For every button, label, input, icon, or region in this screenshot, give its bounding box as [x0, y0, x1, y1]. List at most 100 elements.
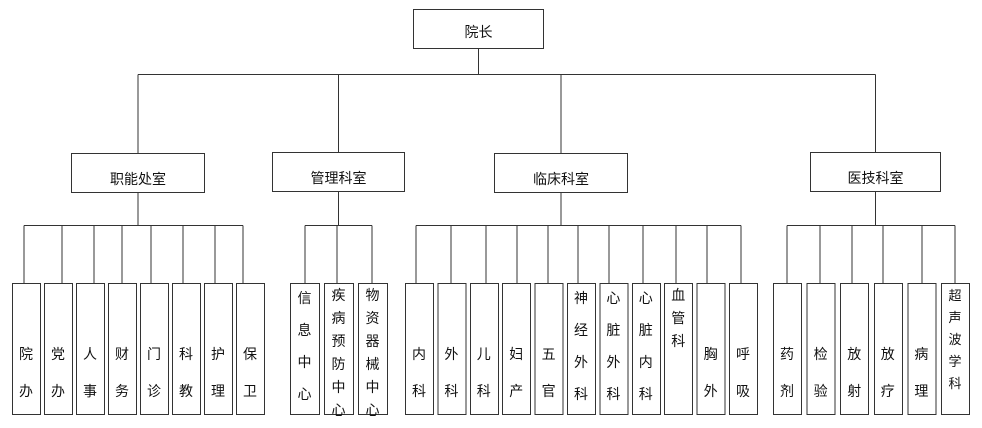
unit-node: 放疗: [873, 283, 903, 415]
unit-node: 心脏外科: [599, 283, 629, 415]
department-label: 医技科室: [848, 170, 904, 187]
department-node-medtech: 医技科室: [810, 152, 941, 192]
unit-label: 放射: [847, 347, 861, 400]
unit-label: 门诊: [147, 347, 161, 400]
unit-box: [631, 283, 661, 415]
unit-node: 儿科: [469, 283, 499, 415]
unit-node: 五官: [534, 283, 564, 415]
unit-label: 检验: [814, 347, 828, 400]
unit-node: 信息中心: [290, 283, 320, 415]
unit-node: 放射: [840, 283, 870, 415]
unit-group: 信息中心 疾病预防中心 物资器械中心: [290, 283, 388, 419]
unit-node: 神经外科: [567, 283, 596, 415]
unit-box: [324, 283, 354, 415]
department-label: 临床科室: [533, 171, 589, 188]
unit-node: 血管科: [664, 283, 694, 415]
unit-box: [806, 283, 836, 415]
root-node: 院长: [413, 9, 544, 49]
unit-label: 院办: [19, 347, 33, 400]
department-box: [494, 153, 628, 193]
unit-box: [44, 283, 73, 415]
unit-box: [773, 283, 802, 415]
department-node-clinical: 临床科室: [494, 153, 628, 193]
unit-node: 物资器械中心: [358, 283, 388, 419]
unit-label: 人事: [83, 347, 97, 400]
unit-box: [204, 283, 233, 415]
unit-label: 病理: [914, 347, 928, 400]
root-box: [413, 9, 544, 49]
unit-box: [664, 283, 694, 415]
unit-box: [534, 283, 564, 415]
unit-node: 检验: [806, 283, 836, 415]
unit-node: 保卫: [236, 283, 265, 415]
department-label: 职能处室: [110, 171, 166, 188]
unit-label: 药剂: [780, 347, 794, 400]
department-box: [272, 152, 405, 192]
unit-node: 胸外: [696, 283, 726, 415]
unit-node: 财务: [108, 283, 137, 415]
unit-label: 儿科: [477, 347, 491, 400]
unit-node: 疾病预防中心: [324, 283, 354, 419]
unit-node: 院办: [12, 283, 41, 415]
unit-box: [290, 283, 320, 415]
unit-box: [599, 283, 629, 415]
unit-node: 超声波学科: [941, 283, 970, 415]
department-label: 管理科室: [311, 170, 367, 187]
unit-label: 放疗: [881, 347, 895, 400]
unit-node: 外科: [437, 283, 467, 415]
unit-label: 护理: [211, 347, 225, 400]
department-box: [810, 152, 941, 192]
unit-box: [140, 283, 169, 415]
unit-node: 党办: [44, 283, 73, 415]
root-label: 院长: [465, 25, 493, 41]
unit-box: [941, 283, 970, 415]
unit-box: [729, 283, 758, 415]
department-box: [71, 153, 205, 193]
unit-label: 党办: [51, 347, 65, 400]
unit-label: 财务: [115, 347, 129, 400]
unit-label: 信息中心: [298, 291, 312, 403]
unit-label: 心脏内科: [639, 291, 653, 403]
unit-label: 超声波学科: [948, 289, 961, 392]
unit-box: [108, 283, 137, 415]
unit-node: 科教: [172, 283, 201, 415]
unit-label: 物资器械中心: [366, 288, 380, 419]
unit-label: 胸外: [704, 347, 718, 400]
unit-box: [236, 283, 265, 415]
unit-label: 保卫: [243, 347, 257, 400]
department-node-management: 管理科室: [272, 152, 405, 192]
unit-label: 五官: [542, 347, 556, 400]
unit-box: [76, 283, 105, 415]
unit-label: 外科: [444, 347, 458, 400]
unit-box: [437, 283, 467, 415]
unit-label: 呼吸: [736, 347, 750, 400]
unit-node: 人事: [76, 283, 105, 415]
unit-box: [696, 283, 726, 415]
unit-box: [405, 283, 434, 415]
unit-node: 病理: [907, 283, 937, 415]
org-nodes: 院长 职能处室 管理科室 临床科室 医技科室 院办党办人事财务门诊科教护理保卫信…: [12, 9, 970, 419]
unit-node: 内科: [405, 283, 434, 415]
unit-box: [172, 283, 201, 415]
unit-label: 科教: [179, 347, 193, 400]
unit-label: 神经外科: [574, 291, 588, 403]
department-node-functional: 职能处室: [71, 153, 205, 193]
unit-box: [469, 283, 499, 415]
unit-label: 疾病预防中心: [332, 288, 346, 419]
unit-label: 内科: [412, 347, 426, 400]
unit-box: [907, 283, 937, 415]
unit-node: 妇产: [502, 283, 532, 415]
unit-box: [358, 283, 388, 415]
unit-box: [873, 283, 903, 415]
unit-box: [12, 283, 41, 415]
unit-label: 妇产: [509, 346, 523, 400]
unit-node: 心脏内科: [631, 283, 661, 415]
unit-box: [502, 283, 532, 415]
unit-label: 心脏外科: [606, 291, 620, 403]
unit-node: 护理: [204, 283, 233, 415]
unit-node: 药剂: [773, 283, 802, 415]
